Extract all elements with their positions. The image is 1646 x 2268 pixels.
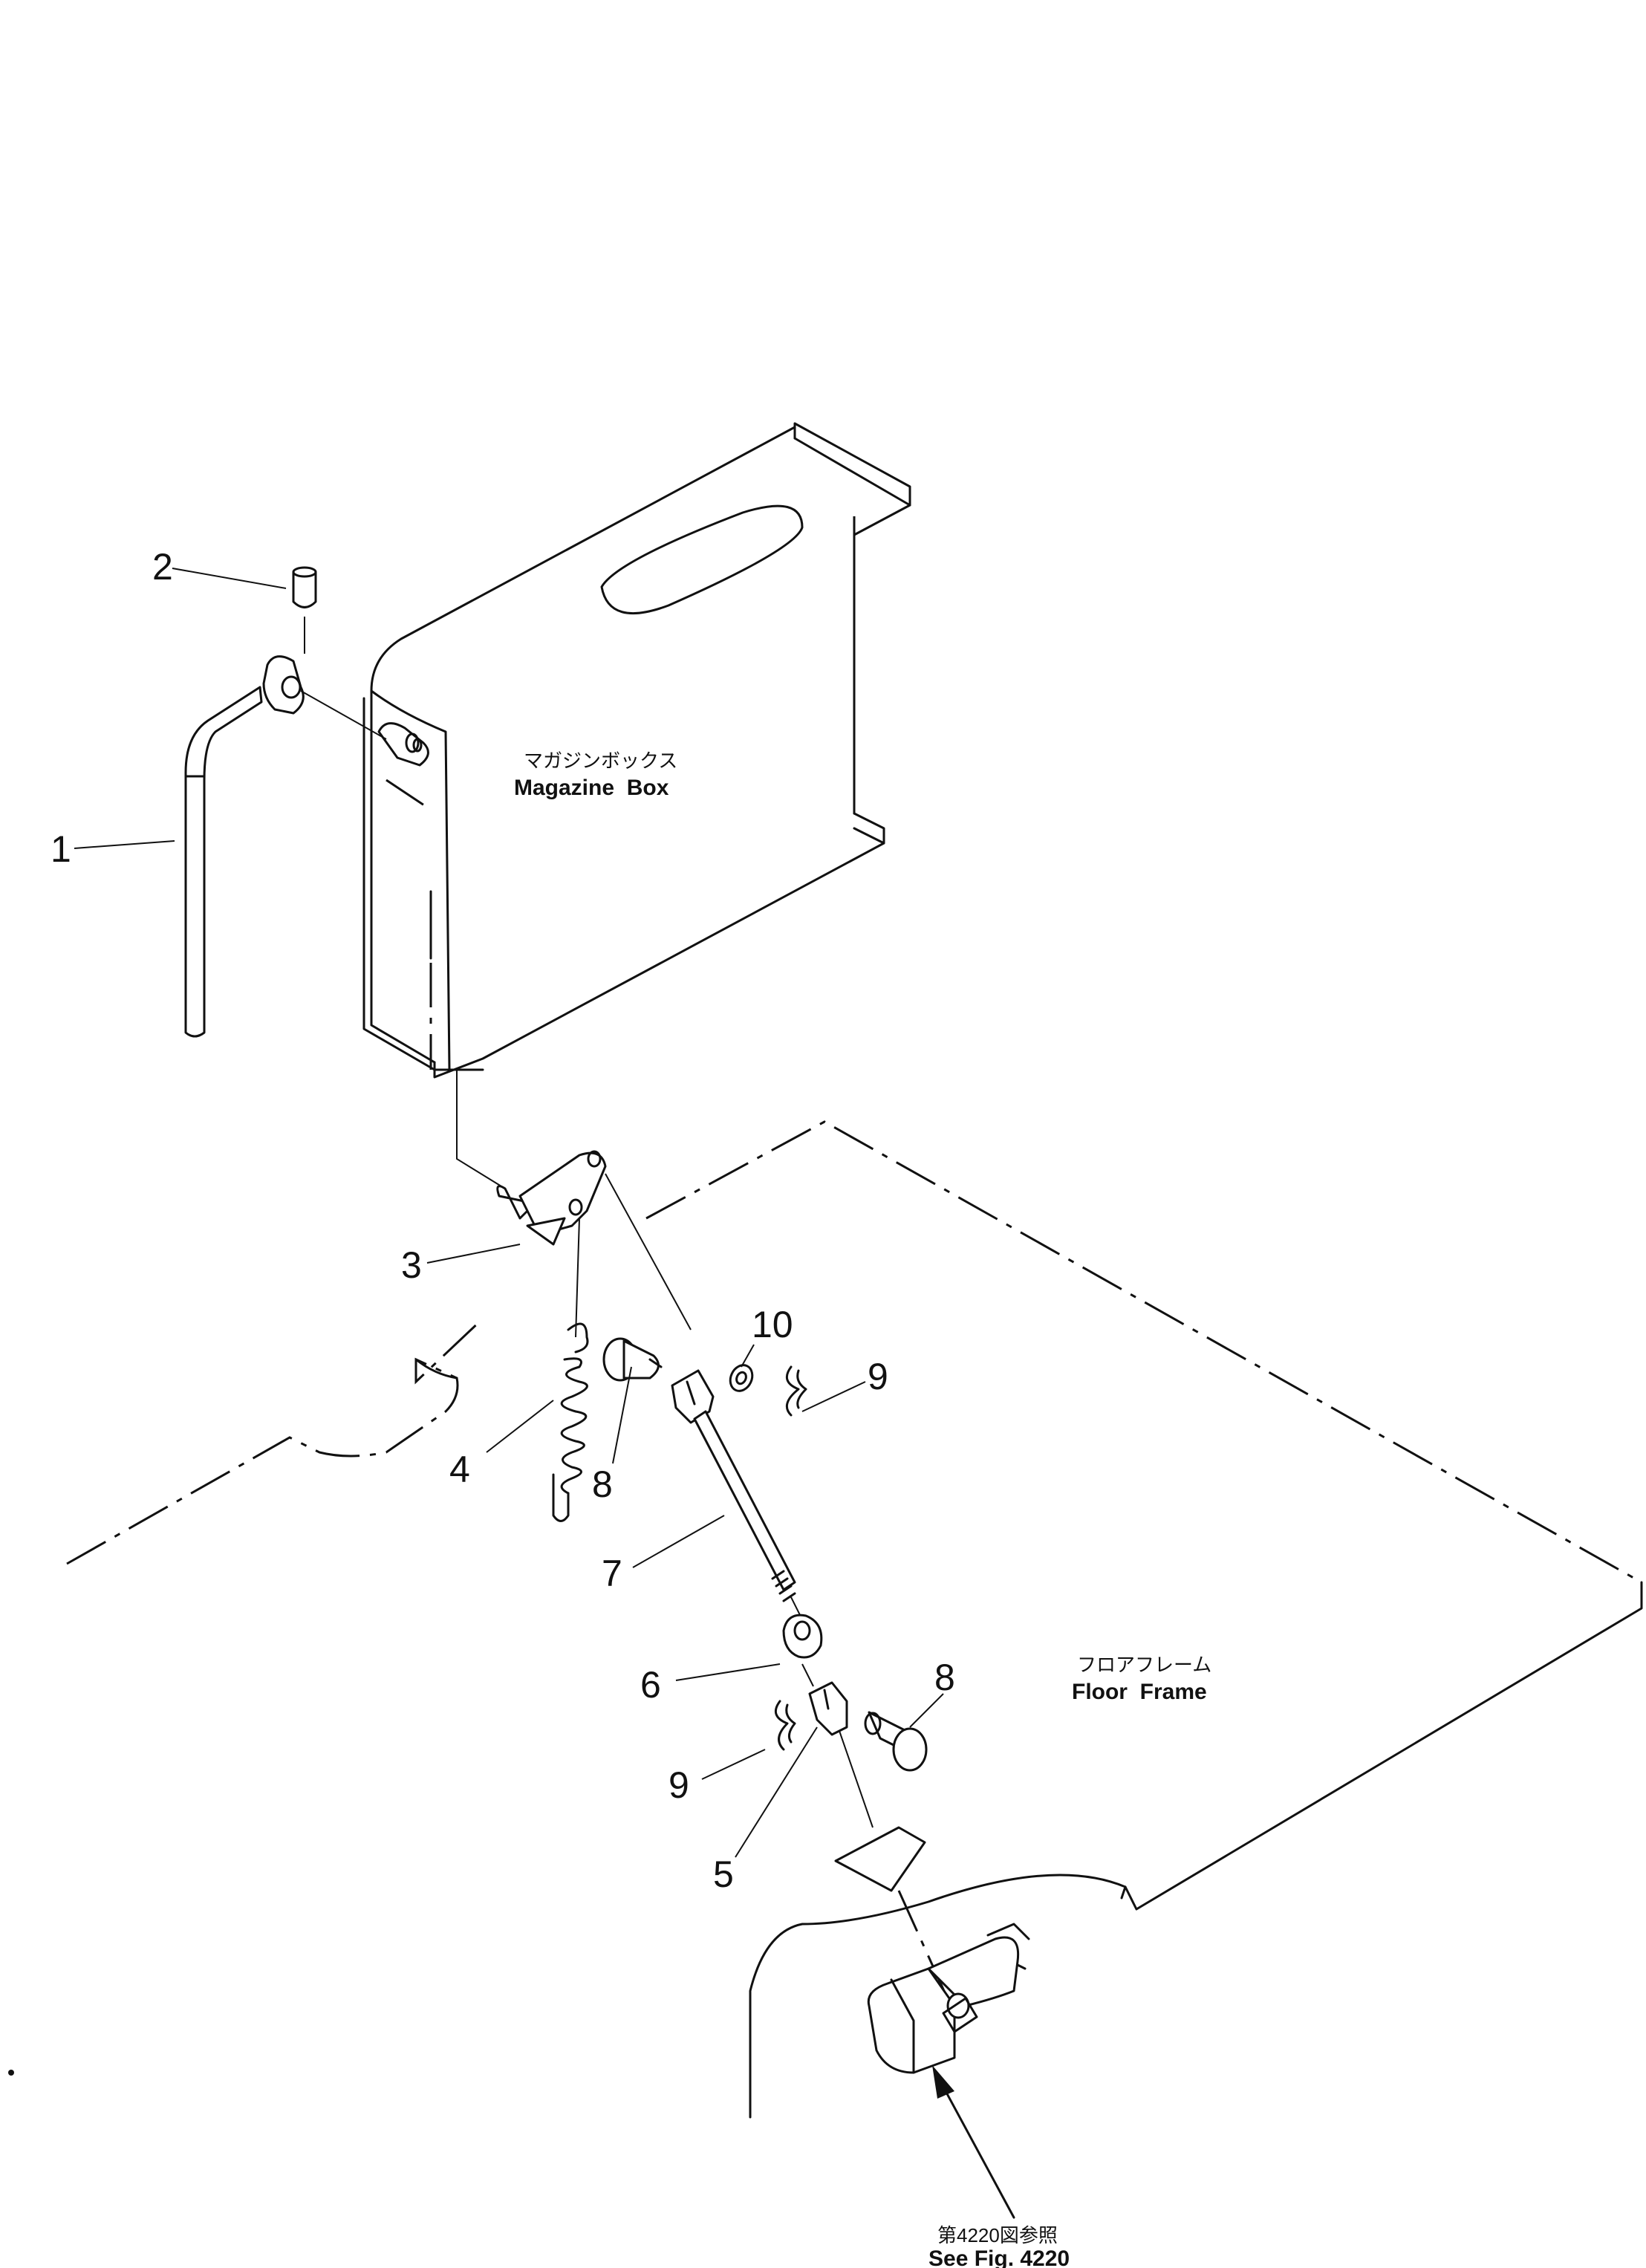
callout-5: 5 bbox=[713, 1853, 734, 1895]
callout-10: 10 bbox=[752, 1304, 793, 1345]
pin-part-2 bbox=[292, 566, 317, 654]
callout-7: 7 bbox=[602, 1553, 622, 1594]
callout-8-upper: 8 bbox=[592, 1463, 613, 1505]
magazine-box-label-jp: マガジンボックス bbox=[524, 750, 677, 772]
yoke-part-5 bbox=[808, 1681, 874, 1828]
reference-arrow bbox=[932, 2065, 1015, 2219]
callout-4: 4 bbox=[449, 1449, 470, 1490]
rod-part-7 bbox=[671, 1369, 807, 1628]
callout-6: 6 bbox=[640, 1664, 661, 1706]
floor-frame bbox=[66, 1120, 1643, 2119]
see-fig-label-en: See Fig. 4220 bbox=[928, 2246, 1070, 2268]
callout-3: 3 bbox=[401, 1244, 422, 1286]
clevis-pin-part-8-lower bbox=[864, 1711, 928, 1772]
washer-part-10 bbox=[729, 1364, 754, 1392]
magazine-box-label-en: Magazine Box bbox=[514, 776, 669, 800]
callout-numbers: 1 2 3 4 8 10 9 7 6 8 9 5 bbox=[51, 546, 955, 1895]
see-fig-label-jp: 第4220図参照 bbox=[937, 2224, 1058, 2246]
text-labels: マガジンボックス Magazine Box フロアフレーム Floor Fram… bbox=[514, 750, 1211, 2268]
callout-2: 2 bbox=[152, 546, 173, 588]
leader-lines bbox=[74, 568, 944, 1858]
cotter-pin-part-9-lower bbox=[774, 1700, 796, 1751]
magazine-box bbox=[362, 422, 911, 1079]
callout-1: 1 bbox=[51, 828, 71, 870]
stray-dot bbox=[8, 2070, 14, 2076]
floor-frame-label-en: Floor Frame bbox=[1072, 1680, 1207, 1704]
clevis-pin-part-8-upper bbox=[602, 1337, 663, 1382]
pedal-shaft-assembly bbox=[834, 1826, 1030, 2074]
nut-part-6 bbox=[782, 1614, 823, 1687]
callout-9-lower: 9 bbox=[669, 1764, 689, 1806]
callout-9-upper: 9 bbox=[868, 1356, 888, 1397]
lever-part-1 bbox=[184, 655, 387, 1038]
bellcrank-part-3 bbox=[456, 1070, 692, 1338]
cotter-pin-part-9-upper bbox=[785, 1365, 807, 1417]
spring-part-4 bbox=[552, 1322, 589, 1522]
callout-8-lower: 8 bbox=[934, 1657, 955, 1698]
floor-frame-label-jp: フロアフレーム bbox=[1077, 1654, 1211, 1676]
